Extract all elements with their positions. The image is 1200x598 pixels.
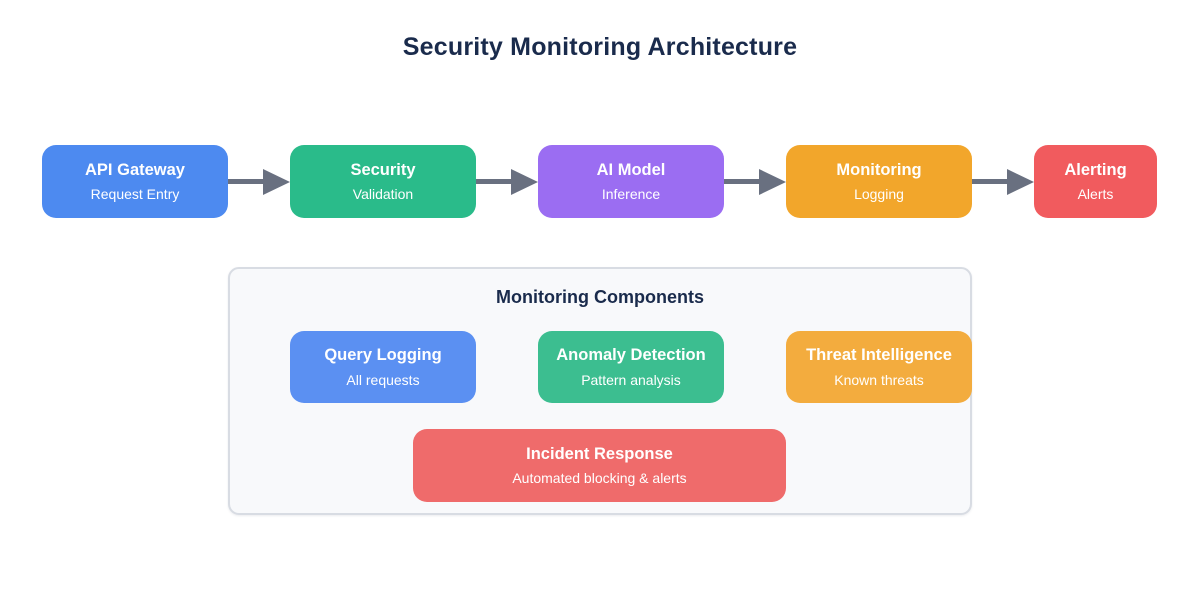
flow-node-alerting: Alerting Alerts xyxy=(1034,145,1157,218)
flow-arrow-4 xyxy=(972,168,1034,195)
arrow-line xyxy=(476,179,511,184)
component-query-logging: Query Logging All requests xyxy=(290,331,476,403)
component-threat-intelligence: Threat Intelligence Known threats xyxy=(786,331,972,403)
arrow-line xyxy=(228,179,263,184)
flow-node-monitoring: Monitoring Logging xyxy=(786,145,972,218)
monitoring-components-heading: Monitoring Components xyxy=(496,287,704,307)
flow-node-security: Security Validation xyxy=(290,145,476,218)
node-title: Incident Response xyxy=(526,444,673,463)
node-subtitle: Inference xyxy=(601,186,661,203)
node-title: Alerting xyxy=(1064,160,1127,179)
diagram-title: Security Monitoring Architecture xyxy=(402,33,798,61)
node-title: Security xyxy=(350,160,416,179)
arrow-head-icon xyxy=(759,168,786,195)
node-subtitle: Known threats xyxy=(834,371,924,388)
arrow-line xyxy=(972,179,1007,184)
node-title: Monitoring xyxy=(836,160,922,179)
node-subtitle: Automated blocking & alerts xyxy=(512,470,687,487)
node-title: Threat Intelligence xyxy=(806,346,952,365)
arrow-line xyxy=(724,179,759,184)
flow-node-ai-model: AI Model Inference xyxy=(538,145,724,218)
node-subtitle: Logging xyxy=(854,186,904,203)
flow-arrow-2 xyxy=(476,168,538,195)
arrow-head-icon xyxy=(511,168,538,195)
node-title: AI Model xyxy=(596,160,666,179)
arrow-head-icon xyxy=(263,168,290,195)
node-title: Query Logging xyxy=(324,346,442,365)
component-incident-response: Incident Response Automated blocking & a… xyxy=(413,429,786,502)
node-title: API Gateway xyxy=(85,160,185,179)
flow-node-api-gateway: API Gateway Request Entry xyxy=(42,145,228,218)
node-subtitle: Alerts xyxy=(1077,186,1114,203)
node-subtitle: Pattern analysis xyxy=(581,371,681,388)
node-title: Anomaly Detection xyxy=(556,346,706,365)
flow-arrow-3 xyxy=(724,168,786,195)
node-subtitle: Validation xyxy=(352,186,414,203)
component-anomaly-detection: Anomaly Detection Pattern analysis xyxy=(538,331,724,403)
arrow-head-icon xyxy=(1007,168,1034,195)
node-subtitle: All requests xyxy=(346,371,420,388)
node-subtitle: Request Entry xyxy=(90,186,180,203)
flow-arrow-1 xyxy=(228,168,290,195)
